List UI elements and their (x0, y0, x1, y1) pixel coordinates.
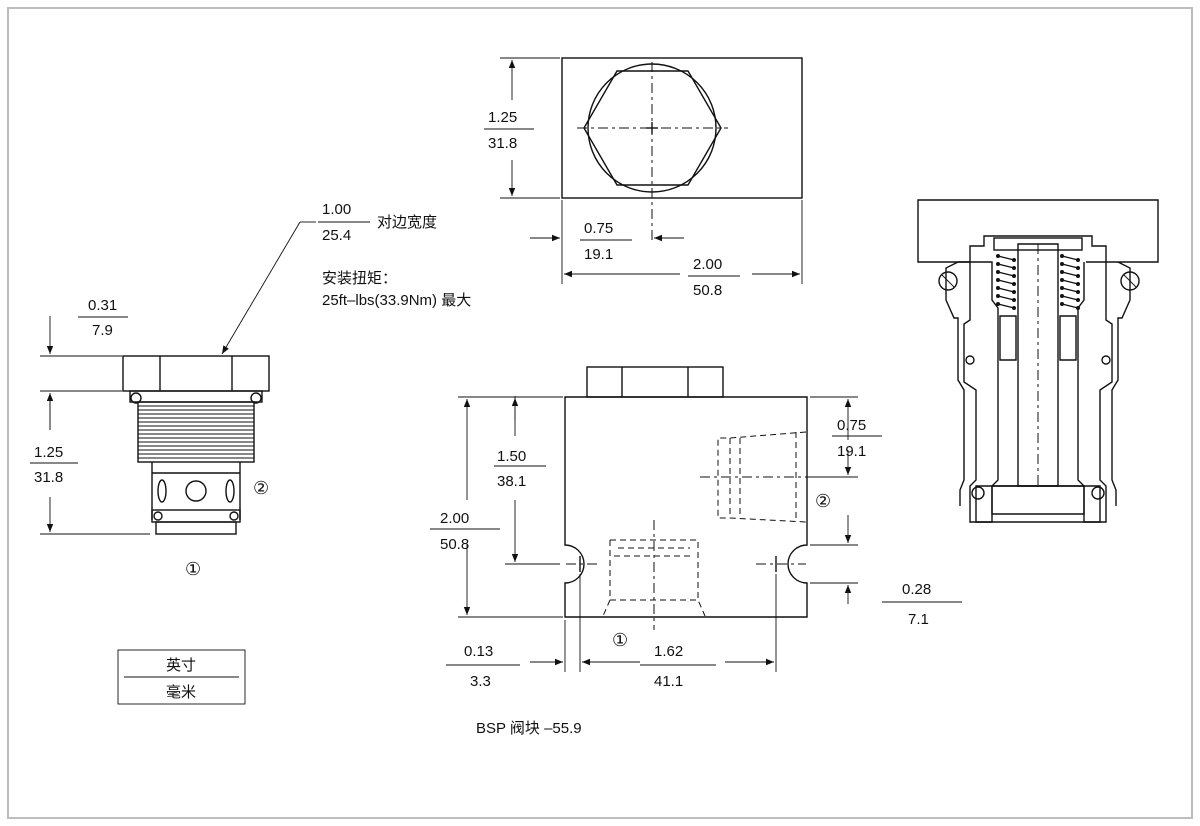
legend-mm: 毫米 (166, 683, 196, 701)
front-mount-in: 0.28 (902, 581, 931, 598)
top-height-in: 1.25 (488, 109, 517, 126)
top-offset-mm: 19.1 (584, 246, 613, 263)
hex-height-mm: 7.9 (92, 322, 113, 339)
front-edge-offset-in: 0.13 (464, 643, 493, 660)
front-hole-spacing-in: 1.62 (654, 643, 683, 660)
cartridge-side-view (30, 221, 370, 535)
front-mount-mm: 7.1 (908, 611, 929, 628)
front-height-in: 2.00 (440, 510, 469, 527)
cartridge-port2-label: ② (253, 478, 269, 498)
block-front-view (430, 366, 962, 672)
top-height-mm: 31.8 (488, 135, 517, 152)
top-offset-in: 0.75 (584, 220, 613, 237)
front-height-mm: 50.8 (440, 536, 469, 553)
front-port2-offset-mm: 19.1 (837, 443, 866, 460)
front-depth-mm: 38.1 (497, 473, 526, 490)
hex-flats-mm: 25.4 (322, 227, 351, 244)
top-width-in: 2.00 (693, 256, 722, 273)
front-port2-label: ② (815, 491, 831, 511)
top-width-mm: 50.8 (693, 282, 722, 299)
body-length-in: 1.25 (34, 444, 63, 461)
torque-value: 25ft–lbs(33.9Nm) 最大 (322, 292, 471, 309)
body-length-mm: 31.8 (34, 469, 63, 486)
front-port1-label: ① (612, 630, 628, 650)
front-port2-offset-in: 0.75 (837, 417, 866, 434)
cartridge-port1-label: ① (185, 559, 201, 579)
front-edge-offset-mm: 3.3 (470, 673, 491, 690)
page-frame (7, 7, 1193, 819)
hex-height-in: 0.31 (88, 297, 117, 314)
units-legend (117, 649, 246, 705)
hex-flats-note: 对边宽度 (377, 214, 437, 231)
hex-flats-in: 1.00 (322, 201, 351, 218)
block-top-view (484, 57, 803, 284)
cartridge-section-view (917, 199, 1159, 523)
front-depth-in: 1.50 (497, 448, 526, 465)
block-caption: BSP 阀块 –55.9 (476, 720, 582, 737)
front-hole-spacing-mm: 41.1 (654, 673, 683, 690)
torque-title: 安装扭矩： (322, 270, 397, 287)
legend-inch: 英寸 (166, 656, 196, 674)
